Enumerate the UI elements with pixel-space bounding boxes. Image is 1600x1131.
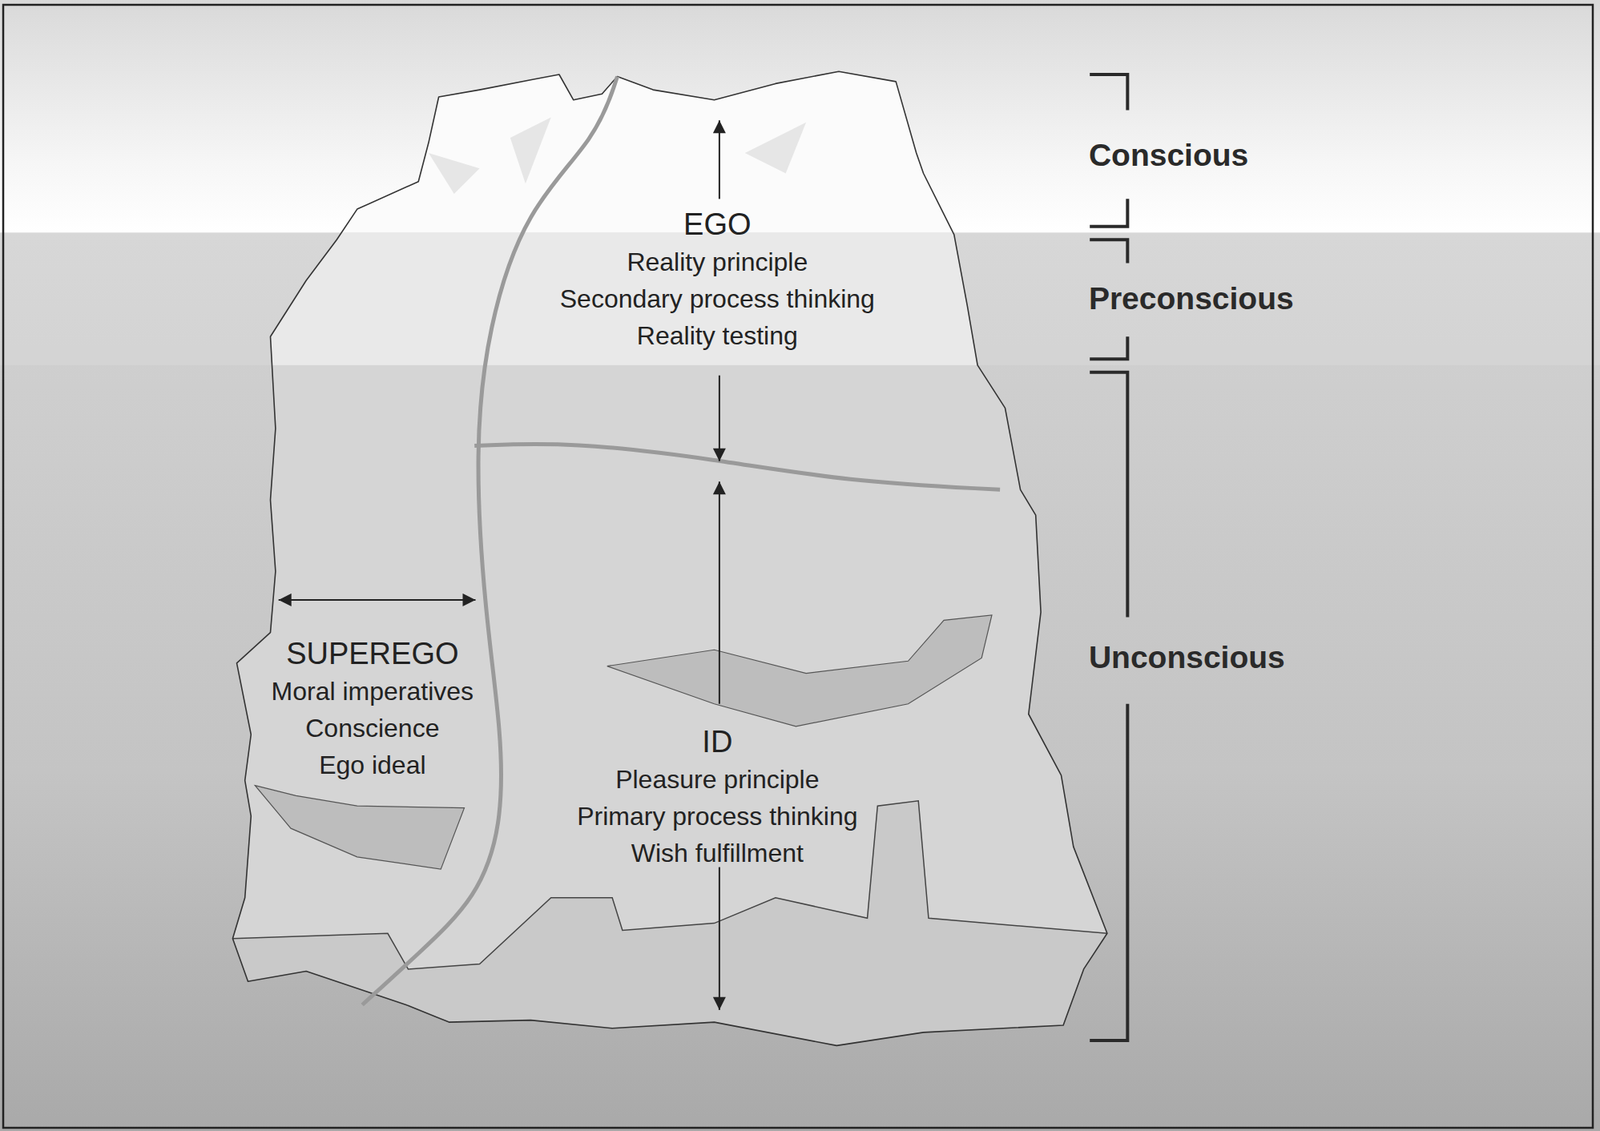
structure-trait: Primary process thinking xyxy=(503,797,932,835)
force-arrow xyxy=(718,867,721,1011)
structure-name: EGO xyxy=(492,205,942,244)
frame xyxy=(3,4,1593,1129)
level-label: Unconscious xyxy=(1088,639,1286,677)
structure-trait: Reality principle xyxy=(492,243,942,281)
superego-boundary xyxy=(362,76,617,1006)
structure-trait: Wish fulfillment xyxy=(503,834,932,872)
ego-region: EGOReality principleSecondary process th… xyxy=(492,205,942,355)
iceberg-fold xyxy=(428,153,480,194)
level-bracket xyxy=(1089,336,1128,359)
superego-region: SUPEREGOMoral imperativesConscienceEgo i… xyxy=(229,634,516,784)
iceberg-fold xyxy=(510,116,552,184)
level-bracket xyxy=(1089,239,1128,263)
structure-trait: Reality testing xyxy=(492,317,942,355)
structure-trait: Conscience xyxy=(229,709,516,747)
structure-name: SUPEREGO xyxy=(229,634,516,674)
iceberg-unconscious xyxy=(0,365,1600,1131)
level-bracket xyxy=(1089,198,1128,226)
structure-trait: Moral imperatives xyxy=(229,673,516,710)
level-bracket xyxy=(1089,74,1128,111)
iceberg-preconscious xyxy=(0,232,1600,366)
level-bracket xyxy=(1089,704,1128,1041)
ego-id-boundary xyxy=(474,443,1000,490)
id-region: IDPleasure principlePrimary process thin… xyxy=(503,722,932,872)
iceberg-tip xyxy=(0,0,1600,233)
level-bracket xyxy=(1089,372,1128,618)
force-arrow xyxy=(278,599,476,601)
iceberg-hollow xyxy=(607,615,992,727)
structure-name: ID xyxy=(503,722,932,762)
force-arrow xyxy=(718,375,721,462)
force-arrow xyxy=(718,120,721,199)
structure-trait: Ego ideal xyxy=(229,746,516,784)
force-arrow xyxy=(718,481,721,705)
iceberg-hollow xyxy=(254,785,464,870)
level-label: Preconscious xyxy=(1088,280,1294,318)
iceberg-outline xyxy=(232,71,1108,1046)
structure-trait: Secondary process thinking xyxy=(492,280,942,318)
level-label: Conscious xyxy=(1088,137,1249,174)
iceberg-fold xyxy=(745,122,807,174)
sky xyxy=(0,0,1600,233)
preconscious-band xyxy=(0,232,1600,366)
structure-trait: Pleasure principle xyxy=(503,761,932,798)
